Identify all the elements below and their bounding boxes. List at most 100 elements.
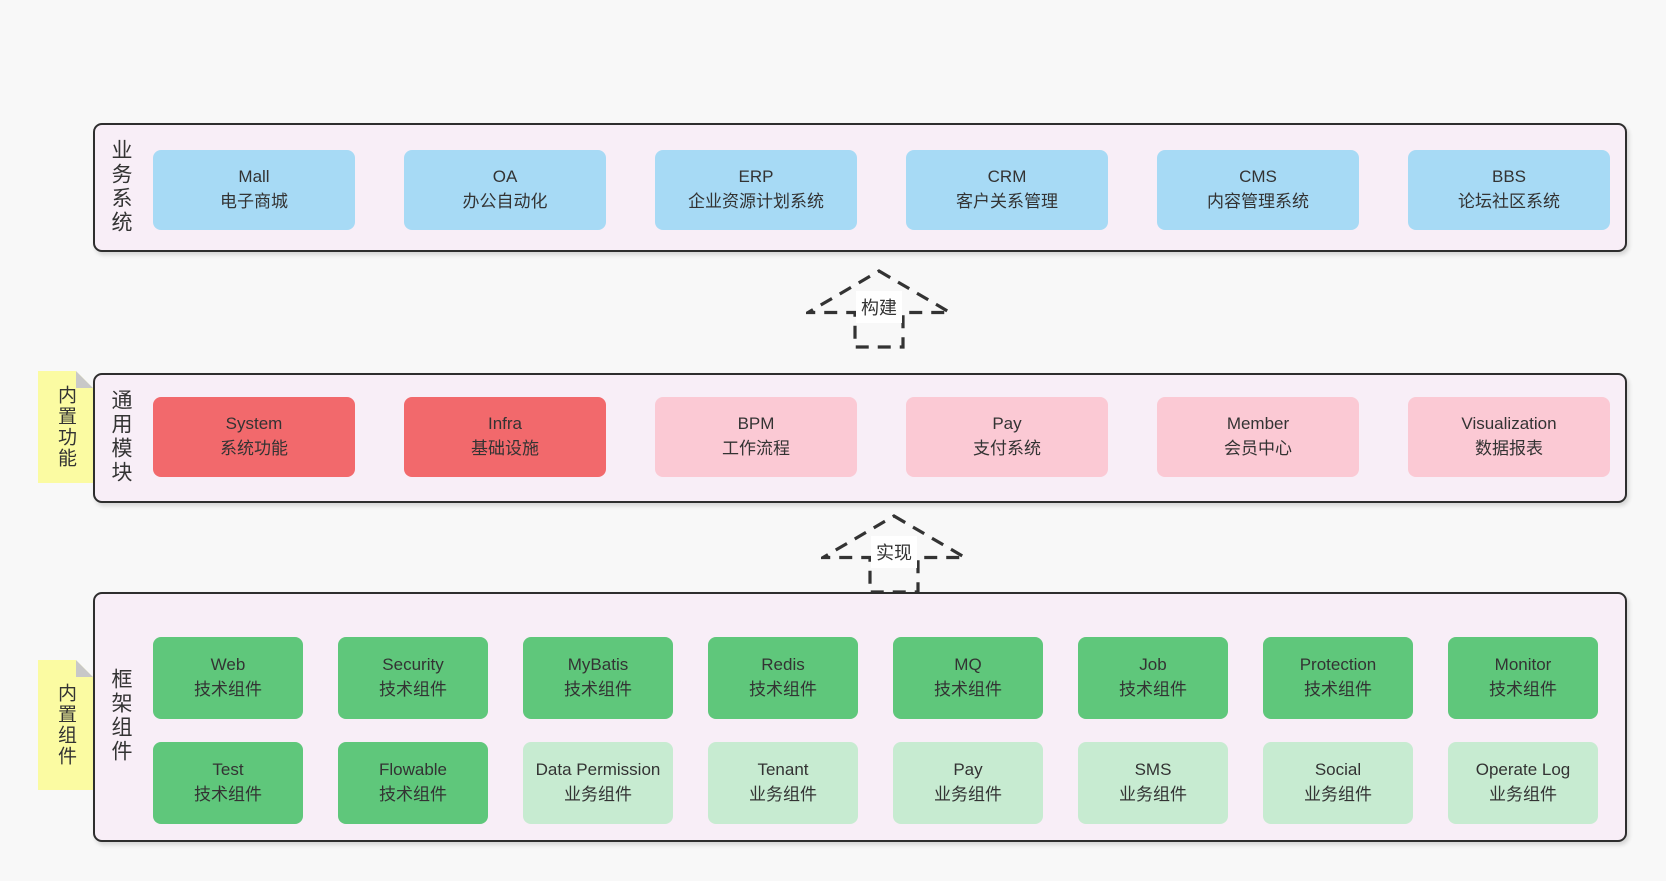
box-title-en: CMS xyxy=(1239,167,1277,187)
box-title-zh: 系统功能 xyxy=(220,439,288,458)
box-title-zh: 数据报表 xyxy=(1475,439,1543,458)
component-box: Protection 技术组件 xyxy=(1263,637,1413,719)
box-title-en: Social xyxy=(1314,760,1362,780)
system-box: Mall 电子商城 xyxy=(153,150,355,230)
box-title-en: Pay xyxy=(953,760,983,780)
box-title-zh: 会员中心 xyxy=(1224,439,1292,458)
box-title-zh: 支付系统 xyxy=(973,439,1041,458)
module-box: Pay 支付系统 xyxy=(906,397,1108,477)
box-title-zh: 技术组件 xyxy=(194,680,262,699)
box-title-zh: 电子商城 xyxy=(220,192,288,211)
box-title-en: Pay xyxy=(992,414,1022,434)
box-title-zh: 技术组件 xyxy=(194,785,262,804)
box-title-zh: 内容管理系统 xyxy=(1207,192,1309,211)
box-title-zh: 业务组件 xyxy=(1304,785,1372,804)
box-title-zh: 技术组件 xyxy=(564,680,632,699)
component-box: Social 业务组件 xyxy=(1263,742,1413,824)
box-title-zh: 客户关系管理 xyxy=(956,192,1058,211)
box-title-zh: 业务组件 xyxy=(1489,785,1557,804)
component-box: Operate Log 业务组件 xyxy=(1448,742,1598,824)
component-box: Redis 技术组件 xyxy=(708,637,858,719)
component-box: SMS 业务组件 xyxy=(1078,742,1228,824)
box-title-en: Operate Log xyxy=(1475,760,1571,780)
sticky-note-label: 内置组件 xyxy=(55,683,76,767)
box-title-en: Visualization xyxy=(1461,414,1557,434)
component-box: Flowable 技术组件 xyxy=(338,742,488,824)
framework-components-band: 框架组件 Web 技术组件 Security 技术组件 MyBatis 技术组件 xyxy=(93,592,1627,842)
module-box: Visualization 数据报表 xyxy=(1408,397,1610,477)
component-box: Web 技术组件 xyxy=(153,637,303,719)
sticky-note-builtin-features: 内置功能 xyxy=(38,371,93,483)
sticky-note-label: 内置功能 xyxy=(55,385,76,469)
box-title-zh: 企业资源计划系统 xyxy=(688,192,824,211)
box-title-zh: 工作流程 xyxy=(722,439,790,458)
implement-arrow-label: 实现 xyxy=(871,536,917,568)
system-box: BBS 论坛社区系统 xyxy=(1408,150,1610,230)
component-box: Security 技术组件 xyxy=(338,637,488,719)
common-modules-band: 通用模块 System 系统功能 Infra 基础设施 BPM 工作流程 xyxy=(93,373,1627,503)
box-title-zh: 办公自动化 xyxy=(462,192,548,211)
box-title-zh: 技术组件 xyxy=(379,680,447,699)
box-title-en: BBS xyxy=(1491,167,1527,187)
box-title-en: MyBatis xyxy=(567,655,629,675)
system-box: OA 办公自动化 xyxy=(404,150,606,230)
common-modules-row: System 系统功能 Infra 基础设施 BPM 工作流程 Pay 支付系统 xyxy=(153,397,1610,477)
component-box: MyBatis 技术组件 xyxy=(523,637,673,719)
component-box: Pay 业务组件 xyxy=(893,742,1043,824)
system-box: CRM 客户关系管理 xyxy=(906,150,1108,230)
box-title-en: Flowable xyxy=(378,760,448,780)
business-systems-row: Mall 电子商城 OA 办公自动化 ERP 企业资源计划系统 CRM 客户关系… xyxy=(153,150,1610,230)
box-title-en: Test xyxy=(212,760,244,780)
framework-components-row-2: Test 技术组件 Flowable 技术组件 Data Permission … xyxy=(153,742,1598,824)
box-title-en: MQ xyxy=(954,655,982,675)
module-box: BPM 工作流程 xyxy=(655,397,857,477)
box-title-en: Data Permission xyxy=(535,760,661,780)
box-title-en: BPM xyxy=(737,414,775,434)
implement-arrow: 实现 xyxy=(817,514,971,594)
box-title-zh: 技术组件 xyxy=(749,680,817,699)
module-box: Infra 基础设施 xyxy=(404,397,606,477)
box-title-zh: 基础设施 xyxy=(471,439,539,458)
system-box: ERP 企业资源计划系统 xyxy=(655,150,857,230)
band-label-framework-components: 框架组件 xyxy=(109,668,132,765)
box-title-zh: 技术组件 xyxy=(934,680,1002,699)
box-title-en: Redis xyxy=(761,655,805,675)
box-title-en: Infra xyxy=(487,414,523,434)
box-title-zh: 业务组件 xyxy=(564,785,632,804)
box-title-zh: 业务组件 xyxy=(934,785,1002,804)
component-box: Job 技术组件 xyxy=(1078,637,1228,719)
box-title-zh: 技术组件 xyxy=(1304,680,1372,699)
box-title-en: Mall xyxy=(238,167,270,187)
box-title-en: Security xyxy=(382,655,444,675)
component-box: Tenant 业务组件 xyxy=(708,742,858,824)
component-box: Test 技术组件 xyxy=(153,742,303,824)
box-title-zh: 论坛社区系统 xyxy=(1458,192,1560,211)
sticky-note-builtin-components: 内置组件 xyxy=(38,660,93,790)
up-block-arrow-icon xyxy=(802,269,956,349)
component-box: Monitor 技术组件 xyxy=(1448,637,1598,719)
module-box: Member 会员中心 xyxy=(1157,397,1359,477)
box-title-zh: 技术组件 xyxy=(1119,680,1187,699)
box-title-en: Tenant xyxy=(757,760,809,780)
component-box: MQ 技术组件 xyxy=(893,637,1043,719)
box-title-en: System xyxy=(225,414,283,434)
fold-corner-icon xyxy=(76,660,93,677)
band-label-common-modules: 通用模块 xyxy=(109,389,132,486)
band-label-business-systems: 业务系统 xyxy=(109,138,132,235)
box-title-zh: 业务组件 xyxy=(1119,785,1187,804)
box-title-zh: 技术组件 xyxy=(379,785,447,804)
box-title-en: Job xyxy=(1139,655,1167,675)
system-box: CMS 内容管理系统 xyxy=(1157,150,1359,230)
build-arrow-label: 构建 xyxy=(856,291,902,323)
box-title-en: Monitor xyxy=(1494,655,1552,675)
business-systems-band: 业务系统 Mall 电子商城 OA 办公自动化 ERP 企业资源计划系统 xyxy=(93,123,1627,252)
box-title-en: Web xyxy=(210,655,246,675)
box-title-zh: 技术组件 xyxy=(1489,680,1557,699)
box-title-en: Protection xyxy=(1299,655,1377,675)
box-title-en: OA xyxy=(492,167,518,187)
build-arrow: 构建 xyxy=(802,269,956,349)
box-title-zh: 业务组件 xyxy=(749,785,817,804)
box-title-en: SMS xyxy=(1134,760,1172,780)
box-title-en: ERP xyxy=(738,167,774,187)
